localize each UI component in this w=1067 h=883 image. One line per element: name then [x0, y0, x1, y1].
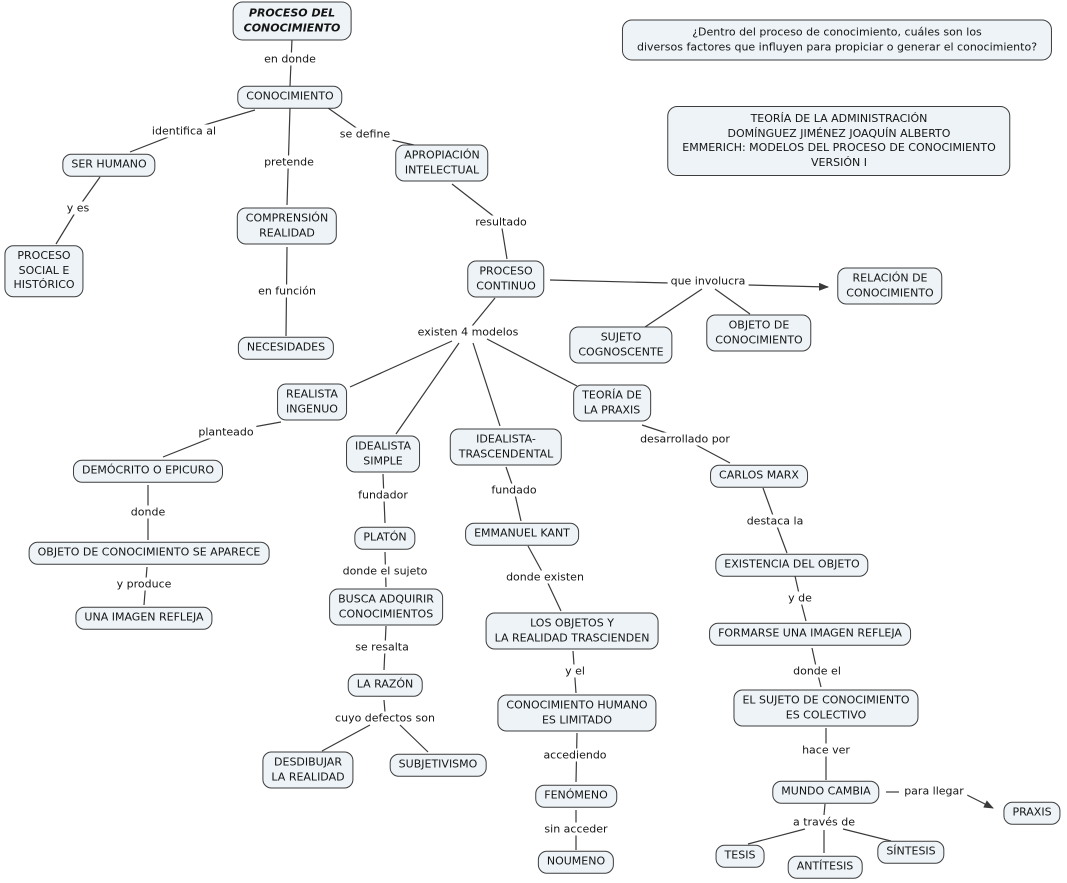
link-label-planteado[interactable]: planteado: [195, 425, 257, 439]
link-label-resultado[interactable]: resultado: [472, 215, 530, 229]
link-label-se-define[interactable]: se define: [336, 127, 394, 141]
link-label-para-llegar[interactable]: para llegar: [901, 784, 967, 798]
node-proceso-social-historico[interactable]: PROCESO SOCIAL E HISTÓRICO: [4, 245, 84, 297]
link-label-y-de[interactable]: y de: [785, 591, 815, 605]
link-label-y-es[interactable]: y es: [63, 201, 93, 215]
link-label-donde-el-sujeto[interactable]: donde el sujeto: [339, 564, 431, 578]
link-label-en-donde[interactable]: en donde: [261, 52, 319, 66]
link-label-a-traves-de[interactable]: a través de: [789, 815, 859, 829]
node-ser-humano[interactable]: SER HUMANO: [62, 153, 156, 177]
edge-que-involucra-objeto: [714, 288, 751, 315]
node-proceso-del-conocimiento[interactable]: PROCESO DEL CONOCIMIENTO: [232, 1, 352, 41]
node-apropiacion-intelectual[interactable]: APROPIACIÓN INTELECTUAL: [395, 144, 489, 182]
node-noumeno[interactable]: NOUMENO: [537, 850, 615, 874]
node-platon[interactable]: PLATÓN: [354, 526, 416, 550]
node-objeto-de-conocimiento-se-aparece[interactable]: OBJETO DE CONOCIMIENTO SE APARECE: [28, 541, 270, 565]
node-los-objetos-trascienden[interactable]: LOS OBJETOS Y LA REALIDAD TRASCIENDEN: [485, 612, 659, 650]
node-formarse-una-imagen-refleja[interactable]: FORMARSE UNA IMAGEN REFLEJA: [709, 622, 911, 646]
edge-defectos-subjetivismo: [399, 724, 429, 753]
node-antitesis[interactable]: ANTÍTESIS: [787, 855, 863, 879]
node-realista-ingenuo[interactable]: REALISTA INGENUO: [277, 383, 347, 421]
node-idealista-trascendental[interactable]: IDEALISTA- TRASCENDENTAL: [449, 428, 563, 466]
edge-modelos-teoria-praxis: [486, 338, 578, 387]
link-label-identifica-al[interactable]: identifica al: [148, 124, 220, 138]
link-label-pretende[interactable]: pretende: [261, 155, 317, 169]
link-label-donde-el[interactable]: donde el: [790, 664, 844, 678]
node-desdibujar-la-realidad[interactable]: DESDIBUJAR LA REALIDAD: [262, 751, 354, 789]
link-label-sin-acceder[interactable]: sin acceder: [541, 822, 611, 836]
node-proceso-continuo[interactable]: PROCESO CONTINUO: [467, 260, 545, 298]
edge-modelos-realista: [349, 340, 453, 388]
node-existencia-del-objeto[interactable]: EXISTENCIA DEL OBJETO: [715, 553, 869, 577]
node-necesidades[interactable]: NECESIDADES: [237, 336, 335, 360]
node-teoria-de-la-praxis[interactable]: TEORÍA DE LA PRAXIS: [573, 384, 651, 422]
node-mundo-cambia[interactable]: MUNDO CAMBIA: [772, 780, 880, 804]
link-label-desarrollado-por[interactable]: desarrollado por: [637, 432, 733, 446]
link-label-donde[interactable]: donde: [127, 505, 169, 519]
node-conocimiento[interactable]: CONOCIMIENTO: [237, 85, 343, 109]
node-question-box[interactable]: ¿Dentro del proceso de conocimiento, cuá…: [621, 19, 1053, 61]
link-label-donde-existen[interactable]: donde existen: [503, 570, 587, 584]
edge-a-traves-sintesis: [842, 828, 892, 842]
node-sintesis[interactable]: SÍNTESIS: [877, 840, 945, 864]
node-objeto-de-conocimiento[interactable]: OBJETO DE CONOCIMIENTO: [706, 314, 812, 352]
edge-que-involucra-sujeto: [644, 288, 703, 328]
link-label-hace-ver[interactable]: hace ver: [799, 743, 853, 757]
link-label-fundado[interactable]: fundado: [488, 483, 540, 497]
node-conocimiento-humano-limitado[interactable]: CONOCIMIENTO HUMANO ES LIMITADO: [497, 694, 657, 732]
edge-razon-defectos: [383, 699, 386, 713]
node-idealista-simple[interactable]: IDEALISTA SIMPLE: [346, 435, 420, 473]
link-label-y-el[interactable]: y el: [562, 664, 588, 678]
node-la-razon[interactable]: LA RAZÓN: [347, 673, 423, 697]
edge-mundo-a-traves: [823, 803, 826, 816]
node-subjetivismo[interactable]: SUBJETIVISMO: [389, 753, 487, 777]
node-comprension-realidad[interactable]: COMPRENSIÓN REALIDAD: [236, 207, 338, 245]
node-sujeto-cognoscente[interactable]: SUJETO COGNOSCENTE: [569, 326, 673, 364]
link-label-fundador[interactable]: fundador: [355, 488, 411, 502]
node-credits-box[interactable]: TEORÍA DE LA ADMINISTRACIÓN DOMÍNGUEZ JI…: [667, 105, 1011, 177]
node-una-imagen-refleja[interactable]: UNA IMAGEN REFLEJA: [75, 606, 213, 630]
link-label-que-involucra[interactable]: que involucra: [667, 274, 749, 288]
edge-para-llegar-praxis: [966, 794, 994, 809]
node-democrito-o-epicuro[interactable]: DEMÓCRITO O EPICURO: [72, 459, 224, 483]
link-label-accediendo[interactable]: accediendo: [540, 748, 610, 762]
node-el-sujeto-de-conocimiento-es-colectivo[interactable]: EL SUJETO DE CONOCIMIENTO ES COLECTIVO: [733, 689, 919, 727]
node-praxis[interactable]: PRAXIS: [1003, 801, 1061, 825]
link-label-y-produce[interactable]: y produce: [113, 577, 175, 591]
node-fenomeno[interactable]: FENÓMENO: [535, 784, 617, 808]
link-label-destaca-la[interactable]: destaca la: [743, 514, 807, 528]
link-label-se-resalta[interactable]: se resalta: [352, 640, 412, 654]
node-emmanuel-kant[interactable]: EMMANUEL KANT: [465, 522, 579, 546]
node-relacion-de-conocimiento[interactable]: RELACIÓN DE CONOCIMIENTO: [837, 267, 943, 305]
link-label-cuyo-defectos-son[interactable]: cuyo defectos son: [332, 711, 438, 725]
link-label-existen-4-modelos[interactable]: existen 4 modelos: [414, 325, 522, 339]
node-busca-adquirir-conocimientos[interactable]: BUSCA ADQUIRIR CONOCIMIENTOS: [329, 588, 443, 626]
edge-modelos-idealista-simple: [395, 342, 460, 435]
edge-a-traves-tesis: [747, 828, 806, 845]
edge-defectos-desdibujar: [321, 724, 371, 752]
node-carlos-marx[interactable]: CARLOS MARX: [710, 464, 808, 488]
link-label-en-funcion[interactable]: en función: [255, 284, 319, 298]
node-tesis[interactable]: TESIS: [715, 844, 765, 868]
edge-modelos-idealista-trascendental: [472, 342, 501, 427]
